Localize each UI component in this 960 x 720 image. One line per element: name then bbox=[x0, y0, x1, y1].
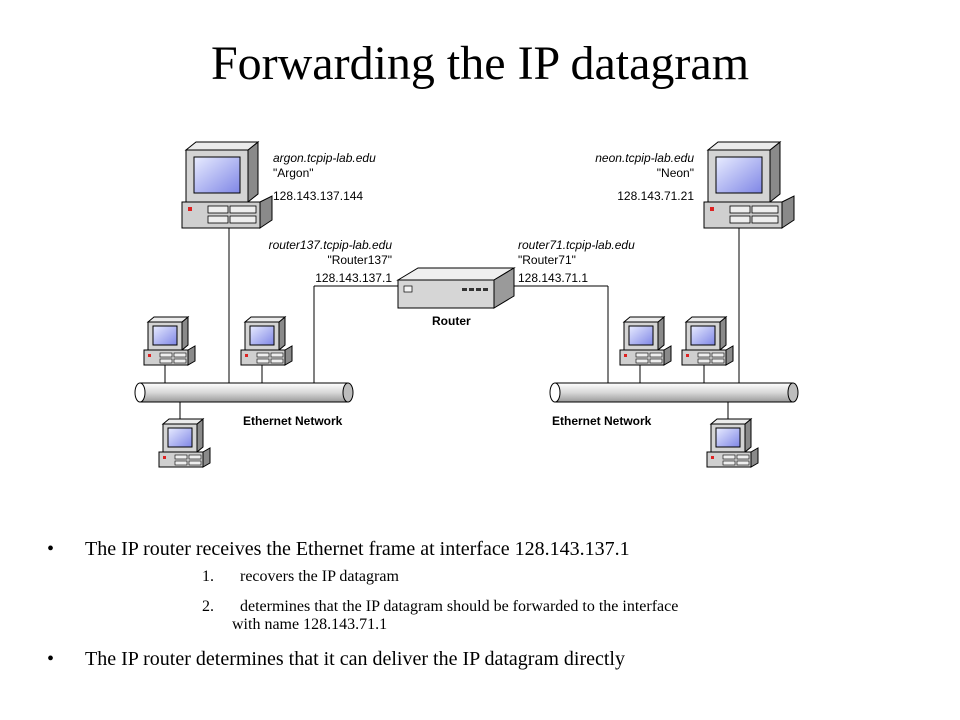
neon-alias: "Neon" bbox=[657, 166, 694, 180]
argon-computer-icon bbox=[181, 141, 273, 229]
argon-ip: 128.143.137.144 bbox=[273, 189, 363, 203]
ethernet-network-right-label: Ethernet Network bbox=[552, 414, 652, 428]
router137-ip: 128.143.137.1 bbox=[315, 271, 392, 285]
router71-ip: 128.143.71.1 bbox=[518, 271, 588, 285]
workstation-icon bbox=[681, 316, 734, 366]
workstation-icon bbox=[158, 418, 211, 468]
router71-hostname: router71.tcpip-lab.edu bbox=[518, 238, 635, 252]
neon-hostname: neon.tcpip-lab.edu bbox=[595, 151, 694, 165]
router71-alias: "Router71" bbox=[518, 253, 576, 267]
router137-alias: "Router137" bbox=[327, 253, 392, 267]
workstation-icon bbox=[619, 316, 672, 366]
router-icon bbox=[396, 267, 516, 309]
workstation-icon bbox=[240, 316, 293, 366]
argon-hostname: argon.tcpip-lab.edu bbox=[273, 151, 376, 165]
workstation-icon bbox=[143, 316, 196, 366]
connection-lines bbox=[164, 228, 740, 422]
workstation-icon bbox=[706, 418, 759, 468]
ethernet-network-left-label: Ethernet Network bbox=[243, 414, 343, 428]
neon-computer-icon bbox=[703, 141, 795, 229]
argon-alias: "Argon" bbox=[273, 166, 314, 180]
neon-ip: 128.143.71.21 bbox=[617, 189, 694, 203]
slide-title: Forwarding the IP datagram bbox=[210, 37, 750, 90]
ethernet-cable-left bbox=[134, 382, 354, 403]
router137-hostname: router137.tcpip-lab.edu bbox=[269, 238, 393, 252]
router-label: Router bbox=[432, 314, 471, 328]
ethernet-cable-right bbox=[549, 382, 799, 403]
